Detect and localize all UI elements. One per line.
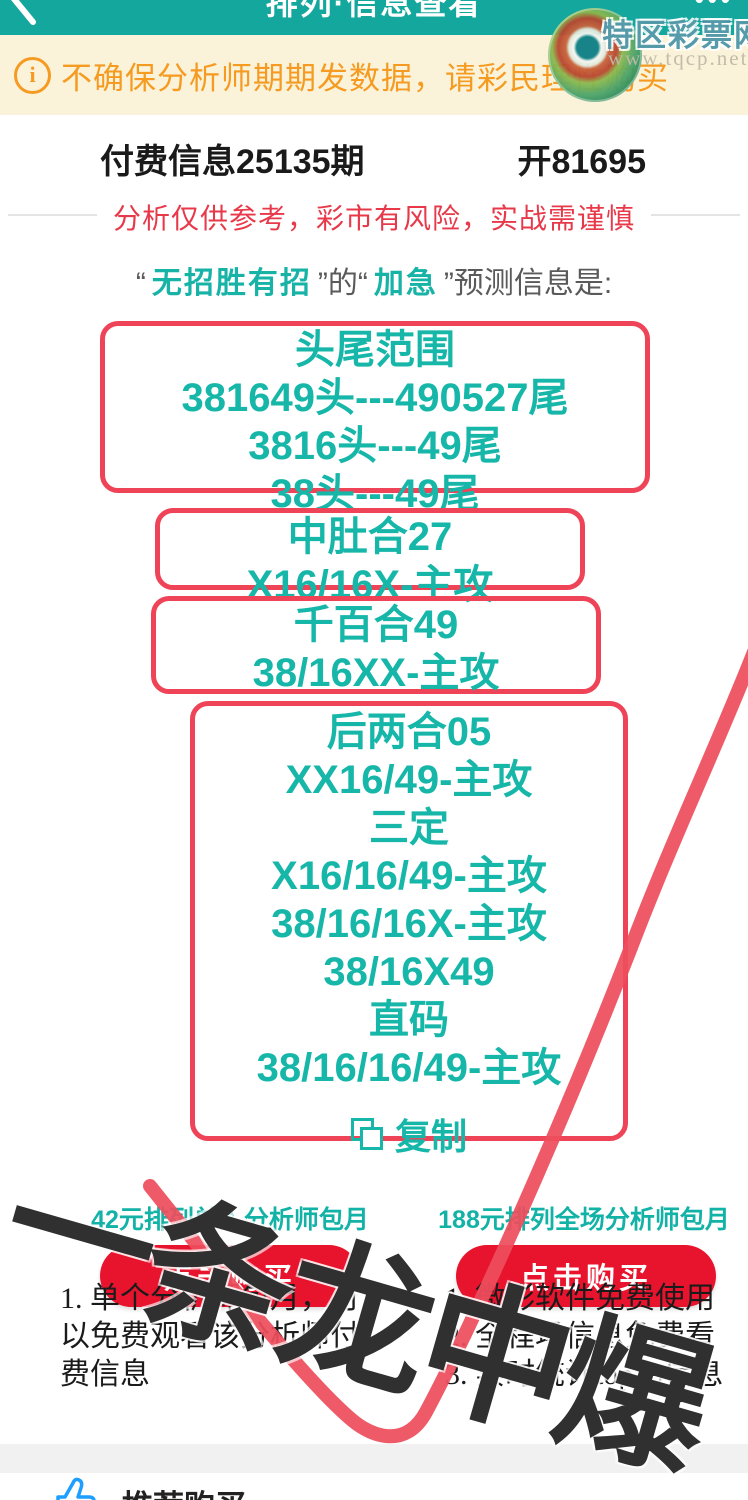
copy-icon — [350, 1118, 383, 1150]
box-line: 3816头---49尾 — [248, 424, 502, 468]
copy-label: 复制 — [394, 1116, 467, 1157]
benefit-item: 2. 全程场信息免费看 — [445, 1320, 715, 1353]
prediction-tag: 加急 — [373, 267, 438, 300]
page-title: 排列·信息查看 — [265, 0, 483, 21]
quote-mark: ”的“ — [317, 267, 368, 300]
prediction-box-head-tail: 头尾范围 381649头---490527尾 3816头---49尾 38头--… — [100, 321, 650, 516]
recommend-thumbs-up-icon — [56, 1477, 96, 1500]
notice-text: 不确保分析师期期发数据，请彩民理性购买 — [61, 60, 669, 96]
prediction-line: “无招胜有招”的“加急”预测信息是: — [0, 258, 748, 302]
box-line: 38/16XX-主攻 — [252, 651, 500, 695]
offer-heading-all: 188元排列全场分析师包月 — [438, 1206, 730, 1234]
notice-banner: i 不确保分析师期期发数据，请彩民理性购买 — [0, 35, 748, 115]
box-line: 38/16X49 — [323, 950, 495, 994]
box-line: 直码 — [369, 998, 449, 1042]
copy-button[interactable]: 复制 — [350, 1108, 467, 1160]
benefit-item: 3. 实时统计top10信息 — [445, 1358, 724, 1391]
offer-heading-single: 42元排列单人分析师包月 — [91, 1206, 369, 1234]
prediction-analyst: 无招胜有招 — [151, 267, 312, 300]
disclaimer-row: 分析仅供参考，彩市有风险，实战需谨慎 — [0, 197, 748, 237]
box-line: 38/16/16X-主攻 — [271, 902, 547, 946]
box-line: 三定 — [369, 806, 449, 850]
draw-result: 开81695 — [517, 143, 646, 181]
prediction-box-thousand-hundred: 千百合49 38/16XX-主攻 — [151, 596, 601, 695]
info-row: 付费信息25135期 开81695 — [0, 134, 748, 183]
benefit-item: 1. 微彩软件免费使用 — [445, 1282, 715, 1315]
info-icon: i — [14, 56, 51, 94]
prediction-box-middle-sum: 中肚合27 X16/16X-主攻 — [155, 508, 585, 607]
app-header: 排列·信息查看 ••• — [0, 0, 748, 35]
prediction-box-main: 后两合05 XX16/49-主攻 三定 X16/16/49-主攻 38/16/1… — [190, 701, 628, 1157]
section-divider — [0, 1444, 748, 1473]
box-line: XX16/49-主攻 — [285, 758, 533, 802]
benefit-item: 1. 单个分析师包月，可以免费观看该分析师付费信息 — [60, 1282, 360, 1391]
quote-mark: ”预测信息是: — [443, 267, 613, 300]
box-line: 头尾范围 — [295, 328, 455, 372]
disclaimer-text: 分析仅供参考，彩市有风险，实战需谨慎 — [96, 197, 651, 237]
box-line: 后两合05 — [326, 710, 492, 754]
back-icon[interactable] — [4, 0, 44, 35]
box-line: 千百合49 — [293, 603, 459, 647]
quote-mark: “ — [135, 267, 146, 300]
box-line: 中肚合27 — [287, 515, 453, 559]
more-options-icon[interactable]: ••• — [695, 0, 734, 15]
issue-title: 付费信息25135期 — [100, 143, 365, 181]
box-line: 38/16/16/49-主攻 — [256, 1046, 562, 1090]
box-line: 381649头---490527尾 — [181, 376, 569, 420]
offer-benefits-single: 1. 单个分析师包月，可以免费观看该分析师付费信息 — [60, 1280, 380, 1394]
offer-benefits-all: 1. 微彩软件免费使用 2. 全程场信息免费看 3. 实时统计top10信息 — [445, 1280, 745, 1394]
recommend-title: 推荐购买 — [122, 1481, 246, 1500]
box-line: X16/16/49-主攻 — [271, 854, 547, 898]
